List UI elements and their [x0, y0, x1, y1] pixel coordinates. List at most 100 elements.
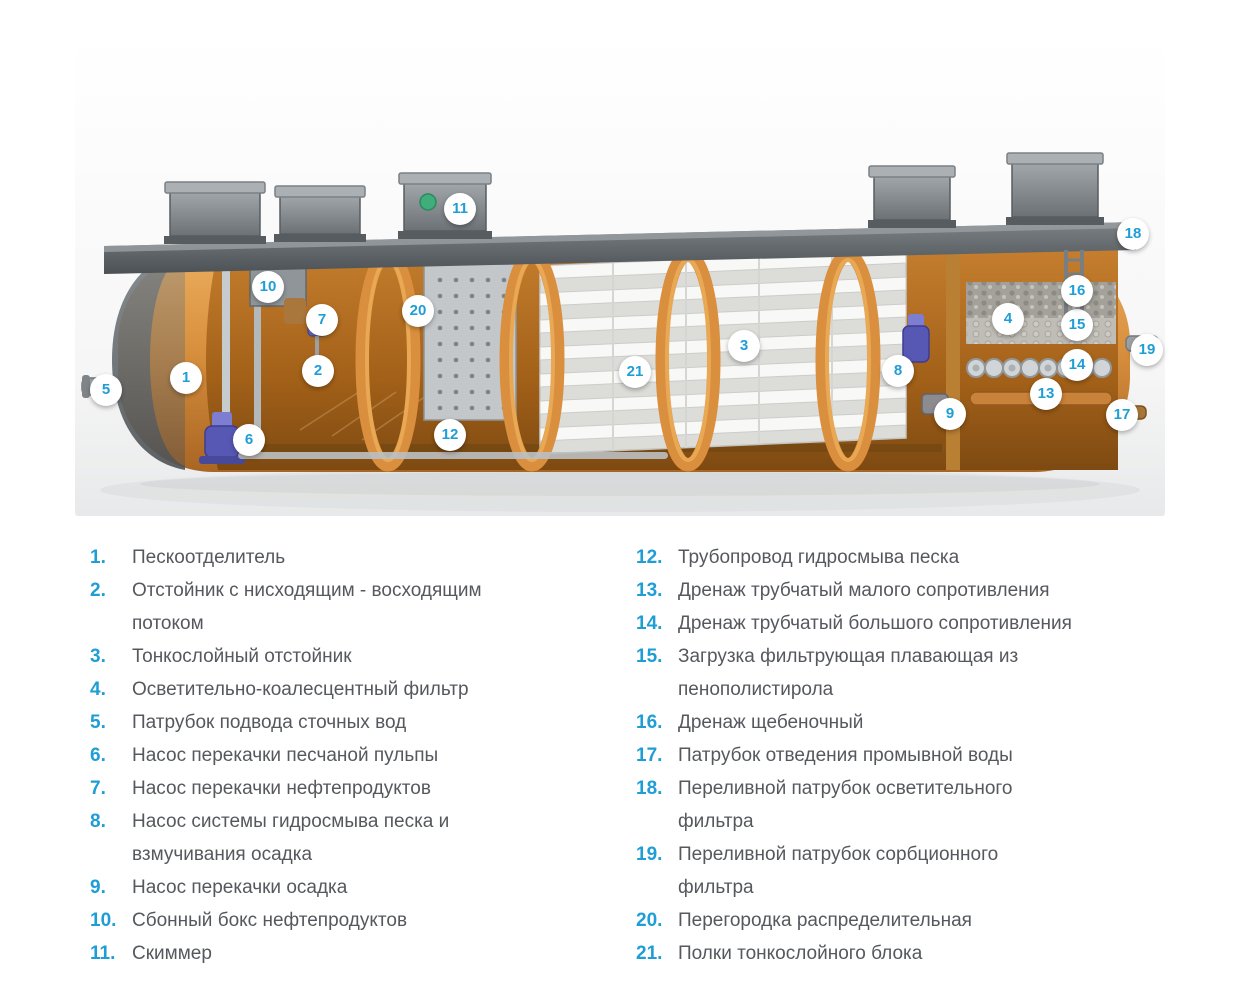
callout-19: 19: [1131, 334, 1163, 366]
legend-item-1: 1. Пескоотделитель: [90, 541, 596, 574]
legend-item-11: 11. Скиммер: [90, 937, 596, 970]
legend-text: Тонкослойный отстойник: [132, 646, 352, 667]
callout-18: 18: [1117, 218, 1149, 250]
callout-6: 6: [233, 424, 265, 456]
callout-8: 8: [882, 355, 914, 387]
hatch-box-1: [164, 181, 266, 244]
legend-text: Насос перекачки нефтепродуктов: [132, 778, 431, 799]
callout-15: 15: [1061, 309, 1093, 341]
legend-text: Полки тонкослойного блока: [678, 943, 923, 964]
chamber-wall: [946, 246, 960, 470]
callout-20: 20: [402, 295, 434, 327]
flush-system-pump: [902, 314, 930, 363]
legend-item-6: 6. Насос перекачки песчаной пульпы: [90, 739, 596, 772]
legend-column-right: 12. Трубопровод гидросмыва песка 13. Дре…: [636, 541, 1200, 970]
top-platform: [104, 222, 1136, 274]
flush-pipeline: [238, 452, 668, 459]
legend-column-left: 1. Пескоотделитель 2. Отстойник с нисход…: [90, 541, 596, 970]
legend-item-18: 18. Переливной патрубок осветительного ф…: [636, 772, 1200, 838]
callout-5: 5: [90, 374, 122, 406]
tank-illustration: [75, 38, 1165, 516]
legend-item-7: 7. Насос перекачки нефтепродуктов: [90, 772, 596, 805]
callout-21: 21: [619, 356, 651, 388]
legend-text: Отстойник с нисходящим - восходящим пото…: [132, 580, 482, 634]
legend-item-20: 20. Перегородка распределительная: [636, 904, 1200, 937]
floating-media-layer: [966, 318, 1116, 344]
legend-number: 6.: [90, 745, 106, 766]
legend-text: Дренаж трубчатый большого сопротивления: [678, 613, 1072, 634]
legend-item-3: 3. Тонкослойный отстойник: [90, 640, 596, 673]
legend-number: 17.: [636, 745, 663, 766]
separator-unit-diagram: 1 2 3 4 5 6 7 8 9 10 11 12 13 14 15 16 1…: [75, 38, 1165, 516]
legend-number: 13.: [636, 580, 663, 601]
legend-number: 14.: [636, 613, 663, 634]
legend-item-9: 9. Насос перекачки осадка: [90, 871, 596, 904]
legend-item-16: 16. Дренаж щебеночный: [636, 706, 1200, 739]
legend-number: 8.: [90, 811, 106, 832]
legend-number: 7.: [90, 778, 106, 799]
callout-10: 10: [252, 271, 284, 303]
legend-text: Перегородка распределительная: [678, 910, 972, 931]
skimmer-device: [419, 193, 437, 211]
hatch-box-2: [274, 185, 366, 242]
callout-4: 4: [992, 303, 1024, 335]
legend: 1. Пескоотделитель 2. Отстойник с нисход…: [90, 541, 1200, 970]
legend-number: 21.: [636, 943, 663, 964]
legend-item-13: 13. Дренаж трубчатый малого сопротивлени…: [636, 574, 1200, 607]
legend-text: Дренаж щебеночный: [678, 712, 864, 733]
legend-number: 5.: [90, 712, 106, 733]
legend-item-14: 14. Дренаж трубчатый большого сопротивле…: [636, 607, 1200, 640]
legend-text: Загрузка фильтрующая плавающая из пенопо…: [678, 646, 1019, 700]
callout-1: 1: [170, 362, 202, 394]
legend-item-15: 15. Загрузка фильтрующая плавающая из пе…: [636, 640, 1200, 706]
legend-number: 4.: [90, 679, 106, 700]
legend-text: Патрубок отведения промывной воды: [678, 745, 1013, 766]
legend-item-10: 10. Сбонный бокс нефтепродуктов: [90, 904, 596, 937]
sand-chamber-pipe: [222, 260, 230, 460]
legend-number: 10.: [90, 910, 117, 931]
legend-text: Переливной патрубок сорбционного фильтра: [678, 844, 999, 898]
callout-11: 11: [444, 193, 476, 225]
legend-item-2: 2. Отстойник с нисходящим - восходящим п…: [90, 574, 596, 640]
legend-item-21: 21. Полки тонкослойного блока: [636, 937, 1200, 970]
legend-number: 20.: [636, 910, 663, 931]
legend-item-4: 4. Осветительно-коалесцентный фильтр: [90, 673, 596, 706]
legend-text: Осветительно-коалесцентный фильтр: [132, 679, 469, 700]
legend-item-5: 5. Патрубок подвода сточных вод: [90, 706, 596, 739]
legend-number: 12.: [636, 547, 663, 568]
callout-7: 7: [306, 304, 338, 336]
hatch-box-4: [868, 165, 956, 228]
callout-3: 3: [728, 330, 760, 362]
callout-17: 17: [1106, 399, 1138, 431]
legend-number: 3.: [90, 646, 106, 667]
legend-text: Переливной патрубок осветительного фильт…: [678, 778, 1013, 832]
legend-text: Патрубок подвода сточных вод: [132, 712, 407, 733]
legend-number: 9.: [90, 877, 106, 898]
legend-item-12: 12. Трубопровод гидросмыва песка: [636, 541, 1200, 574]
legend-number: 11.: [90, 943, 116, 964]
legend-number: 15.: [636, 646, 663, 667]
legend-text: Пескоотделитель: [132, 547, 286, 568]
callout-14: 14: [1061, 349, 1093, 381]
legend-text: Дренаж трубчатый малого сопротивления: [678, 580, 1050, 601]
legend-text: Насос перекачки песчаной пульпы: [132, 745, 439, 766]
callout-13: 13: [1030, 378, 1062, 410]
legend-text: Скиммер: [132, 943, 212, 964]
gravel-drain-layer: [966, 282, 1116, 318]
legend-item-19: 19. Переливной патрубок сорбционного фил…: [636, 838, 1200, 904]
legend-number: 1.: [90, 547, 106, 568]
callout-12: 12: [434, 419, 466, 451]
callout-16: 16: [1061, 275, 1093, 307]
callout-9: 9: [934, 398, 966, 430]
legend-number: 16.: [636, 712, 663, 733]
lamella-block: [539, 249, 907, 455]
legend-item-17: 17. Патрубок отведения промывной воды: [636, 739, 1200, 772]
callout-2: 2: [302, 355, 334, 387]
legend-text: Трубопровод гидросмыва песка: [678, 547, 960, 568]
legend-text: Сбонный бокс нефтепродуктов: [132, 910, 408, 931]
legend-text: Насос системы гидросмыва песка и взмучив…: [132, 811, 450, 865]
legend-number: 18.: [636, 778, 663, 799]
legend-text: Насос перекачки осадка: [132, 877, 348, 898]
legend-number: 2.: [90, 580, 106, 601]
legend-number: 19.: [636, 844, 663, 865]
